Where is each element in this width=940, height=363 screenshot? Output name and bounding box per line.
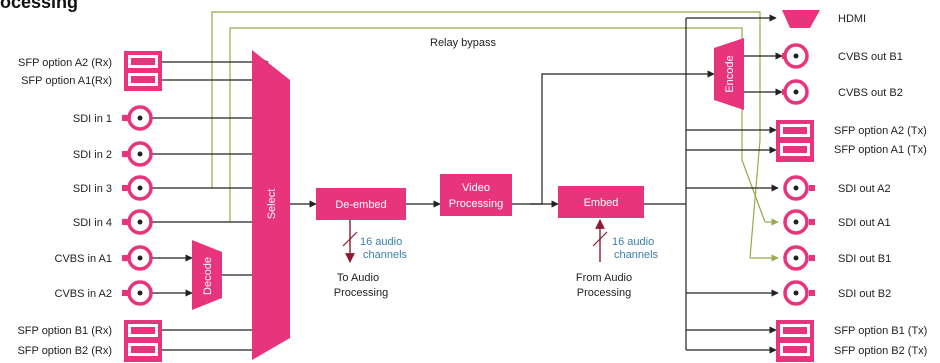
relay-bypass-line-outer: [229, 27, 766, 223]
decode-block: [192, 240, 222, 310]
sdi-in-4-connector-icon: [122, 209, 153, 235]
from-audio-label-line2: Processing: [577, 287, 631, 299]
sdi-out-a2-label: SDI out A2: [838, 183, 891, 195]
to-audio-label-line2: Processing: [334, 287, 388, 299]
embed-label: Embed: [584, 197, 619, 209]
sfp-b-tx-icon: [776, 320, 814, 362]
sdi-in-3-connector-icon: [122, 175, 153, 201]
hdmi-connector-icon: [782, 10, 820, 28]
de-embed-label: De-embed: [335, 199, 386, 211]
to-audio-label-line1: To Audio: [337, 272, 379, 284]
sfp-a2-tx-label: SFP option A2 (Tx): [834, 125, 927, 137]
sdi-in-3-label: SDI in 3: [73, 183, 112, 195]
sdi-in-4-label: SDI in 4: [73, 217, 112, 229]
sfp-a2-rx-label: SFP option A2 (Rx): [18, 57, 112, 69]
from-audio-slash: [592, 231, 608, 247]
sdi-out-a1-connector-icon: [783, 209, 815, 235]
video-processing-label-line2: Processing: [449, 198, 503, 210]
sdi-out-a2-connector-icon: [783, 175, 815, 201]
from-audio-label-line1: From Audio: [576, 272, 632, 284]
cvbs-in-a2-connector-icon: [122, 280, 153, 306]
sfp-b2-tx-label: SFP option B2 (Tx): [834, 345, 927, 357]
to-audio-channels-word: channels: [363, 249, 408, 261]
cvbs-out-b1-connector-icon: [782, 43, 809, 69]
sdi-out-b1-label: SDI out B1: [838, 253, 891, 265]
sfp-b-rx-icon: [124, 320, 162, 362]
to-audio-slash: [342, 231, 358, 247]
sdi-out-b2-label: SDI out B2: [838, 288, 891, 300]
sdi-in-1-connector-icon: [122, 105, 153, 131]
sdi-out-a1-label: SDI out A1: [838, 217, 891, 229]
sdi-in-1-label: SDI in 1: [73, 113, 112, 125]
embed-block: [558, 186, 644, 218]
decode-label: Decode: [202, 257, 214, 295]
sfp-b2-rx-label: SFP option B2 (Rx): [17, 345, 112, 357]
sfp-b1-rx-label: SFP option B1 (Rx): [17, 325, 112, 337]
encode-block: [714, 38, 744, 110]
relay-bypass-line-inner: [211, 11, 761, 259]
sdi-in-2-connector-icon: [122, 141, 153, 167]
cvbs-in-a1-label: CVBS in A1: [55, 253, 112, 265]
cvbs-in-a2-label: CVBS in A2: [55, 288, 112, 300]
page-title: ocessing: [0, 0, 78, 12]
relay-bypass-label: Relay bypass: [430, 37, 497, 49]
sfp-b1-tx-label: SFP option B1 (Tx): [834, 325, 927, 337]
cvbs-out-b2-connector-icon: [782, 79, 809, 105]
to-audio-channels-count: 16 audio: [360, 236, 402, 248]
sdi-out-b1-connector-icon: [783, 245, 815, 271]
from-audio-channels-word: channels: [614, 249, 659, 261]
hdmi-label: HDMI: [838, 13, 866, 25]
sfp-a1-tx-label: SFP option A1 (Tx): [834, 144, 927, 156]
sfp-a-rx-icon: [124, 51, 162, 91]
de-embed-block: [316, 188, 406, 220]
from-audio-channels-count: 16 audio: [612, 236, 654, 248]
cvbs-out-b1-label: CVBS out B1: [838, 51, 903, 63]
sfp-a1-rx-label: SFP option A1(Rx): [21, 75, 112, 87]
video-processing-block: [440, 174, 512, 216]
video-processing-label-line1: Video: [462, 182, 490, 194]
sdi-out-b2-connector-icon: [783, 280, 815, 306]
select-block: [252, 50, 290, 360]
cvbs-out-b2-label: CVBS out B2: [838, 87, 903, 99]
encode-label: Encode: [724, 55, 736, 92]
sdi-in-2-label: SDI in 2: [73, 149, 112, 161]
sfp-a-tx-icon: [776, 120, 814, 162]
cvbs-in-a1-connector-icon: [122, 245, 153, 271]
select-label: Select: [266, 189, 278, 220]
